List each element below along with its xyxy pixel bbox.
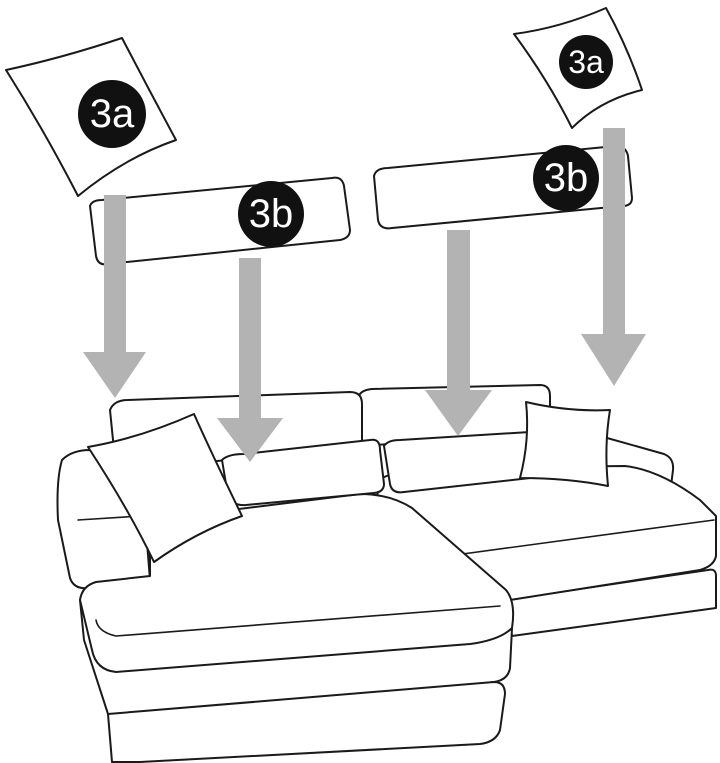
label-3a-left: 3a bbox=[90, 92, 135, 136]
sofa bbox=[58, 385, 717, 762]
bolster-3b-left bbox=[90, 178, 350, 265]
label-3a-right: 3a bbox=[568, 44, 604, 80]
installed-pillow-right bbox=[520, 402, 610, 486]
label-badge-3a-left: 3a bbox=[78, 80, 146, 148]
label-badge-3a-right: 3a bbox=[559, 35, 613, 89]
label-badge-3b-left: 3b bbox=[238, 181, 304, 247]
label-badge-3b-right: 3b bbox=[533, 145, 599, 211]
label-3b-left: 3b bbox=[249, 192, 294, 236]
label-3b-right: 3b bbox=[544, 156, 589, 200]
